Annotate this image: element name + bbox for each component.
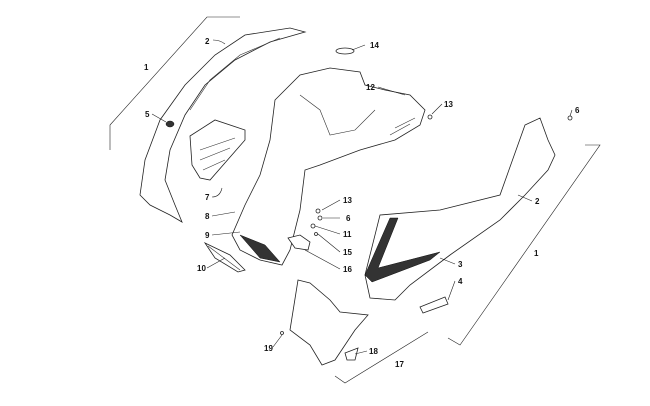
part-9-lower-grille [239,234,281,263]
callout-2: 2 [535,197,540,206]
part-11-fastener [310,223,316,229]
callout-16: 16 [343,265,352,274]
main-hood [231,67,426,266]
callout-15: 15 [343,248,352,257]
part-7-vent [189,119,246,181]
bracket-assembly-1-right [447,144,601,346]
part-6-fastener-right [567,115,573,121]
screen-mesh [207,245,241,271]
part-18-clip [344,347,359,361]
part-4-emblem [419,296,449,314]
callout-1: 1 [534,249,539,258]
part-5-badge [165,120,175,128]
callout-13: 13 [444,100,453,109]
callout-1: 1 [144,63,149,72]
callout-17: 17 [395,360,404,369]
bracket-assembly-1-left [109,16,240,150]
part-15-fastener [314,232,318,236]
part-13-fastener-top [427,114,433,120]
part-10-screen [203,242,246,273]
part-17-lower-panel [289,279,369,366]
callout-19: 19 [264,344,273,353]
leader-lines [151,39,573,355]
part-14-cap [335,47,355,55]
hood-details [299,94,416,136]
right-side-panel [364,117,556,301]
callout-10: 10 [197,264,206,273]
callout-12: 12 [366,83,375,92]
callout-9: 9 [205,231,210,240]
callout-6: 6 [575,106,580,115]
callout-18: 18 [369,347,378,356]
callout-8: 8 [205,212,210,221]
vent-slats [199,137,236,171]
callout-13: 13 [343,196,352,205]
callout-14: 14 [370,41,379,50]
part-6-fastener [317,215,323,221]
callout-6: 6 [346,214,351,223]
callout-11: 11 [343,230,352,239]
callout-7: 7 [205,193,210,202]
part-16-bracket [287,234,311,251]
left-panel-trim [189,37,281,111]
callout-2: 2 [205,37,210,46]
part-3-decal [364,217,441,283]
callout-3: 3 [458,260,463,269]
part-19-rivet [280,331,284,335]
callout-4: 4 [458,277,463,286]
callout-5: 5 [145,110,150,119]
part-13-fastener [315,208,321,214]
bracket-assembly-17 [334,331,429,384]
